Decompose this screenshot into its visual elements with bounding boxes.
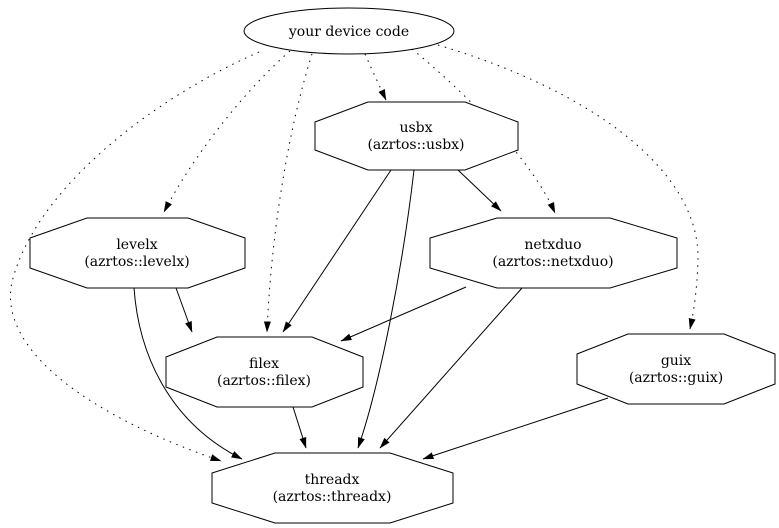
filex-sublabel: (azrtos::filex) xyxy=(217,373,311,389)
node-device-code: your device code xyxy=(243,7,455,55)
node-filex: filex (azrtos::filex) xyxy=(165,336,364,408)
edge-device-usbx xyxy=(364,53,387,101)
solid-edges xyxy=(133,169,609,460)
netxduo-sublabel: (azrtos::netxduo) xyxy=(492,254,613,270)
node-threadx: threadx (azrtos::threadx) xyxy=(211,452,454,524)
netxduo-label: netxduo xyxy=(524,237,581,253)
device-code-ellipse xyxy=(243,7,455,55)
edge-device-netxduo xyxy=(411,48,556,214)
levelx-octagon xyxy=(29,217,246,289)
edge-levelx-filex xyxy=(175,287,193,333)
dotted-edges xyxy=(10,44,699,462)
edge-device-levelx xyxy=(163,50,291,213)
edge-usbx-filex xyxy=(282,169,392,333)
netxduo-octagon xyxy=(429,217,678,289)
edge-filex-threadx xyxy=(292,406,307,449)
filex-octagon xyxy=(165,336,364,408)
guix-octagon xyxy=(576,333,776,405)
levelx-label: levelx xyxy=(116,237,157,253)
edge-device-filex xyxy=(263,53,313,333)
usbx-label: usbx xyxy=(399,120,432,136)
filex-label: filex xyxy=(249,356,279,372)
node-levelx: levelx (azrtos::levelx) xyxy=(29,217,246,289)
threadx-octagon xyxy=(211,452,454,524)
usbx-sublabel: (azrtos::usbx) xyxy=(367,137,464,153)
guix-sublabel: (azrtos::guix) xyxy=(629,370,723,386)
device-code-label: your device code xyxy=(288,24,409,40)
edge-netxduo-threadx xyxy=(379,287,523,449)
node-guix: guix (azrtos::guix) xyxy=(576,333,776,405)
guix-label: guix xyxy=(661,353,691,369)
node-usbx: usbx (azrtos::usbx) xyxy=(314,101,519,171)
edge-netxduo-filex xyxy=(340,286,467,342)
threadx-label: threadx xyxy=(305,472,360,488)
edge-usbx-netxduo xyxy=(457,169,502,212)
edge-levelx-threadx xyxy=(133,287,243,460)
levelx-sublabel: (azrtos::levelx) xyxy=(84,254,189,270)
usbx-octagon xyxy=(314,101,519,171)
edge-guix-threadx xyxy=(422,397,609,460)
node-netxduo: netxduo (azrtos::netxduo) xyxy=(429,217,678,289)
threadx-sublabel: (azrtos::threadx) xyxy=(273,489,392,505)
edge-usbx-threadx xyxy=(357,169,415,449)
